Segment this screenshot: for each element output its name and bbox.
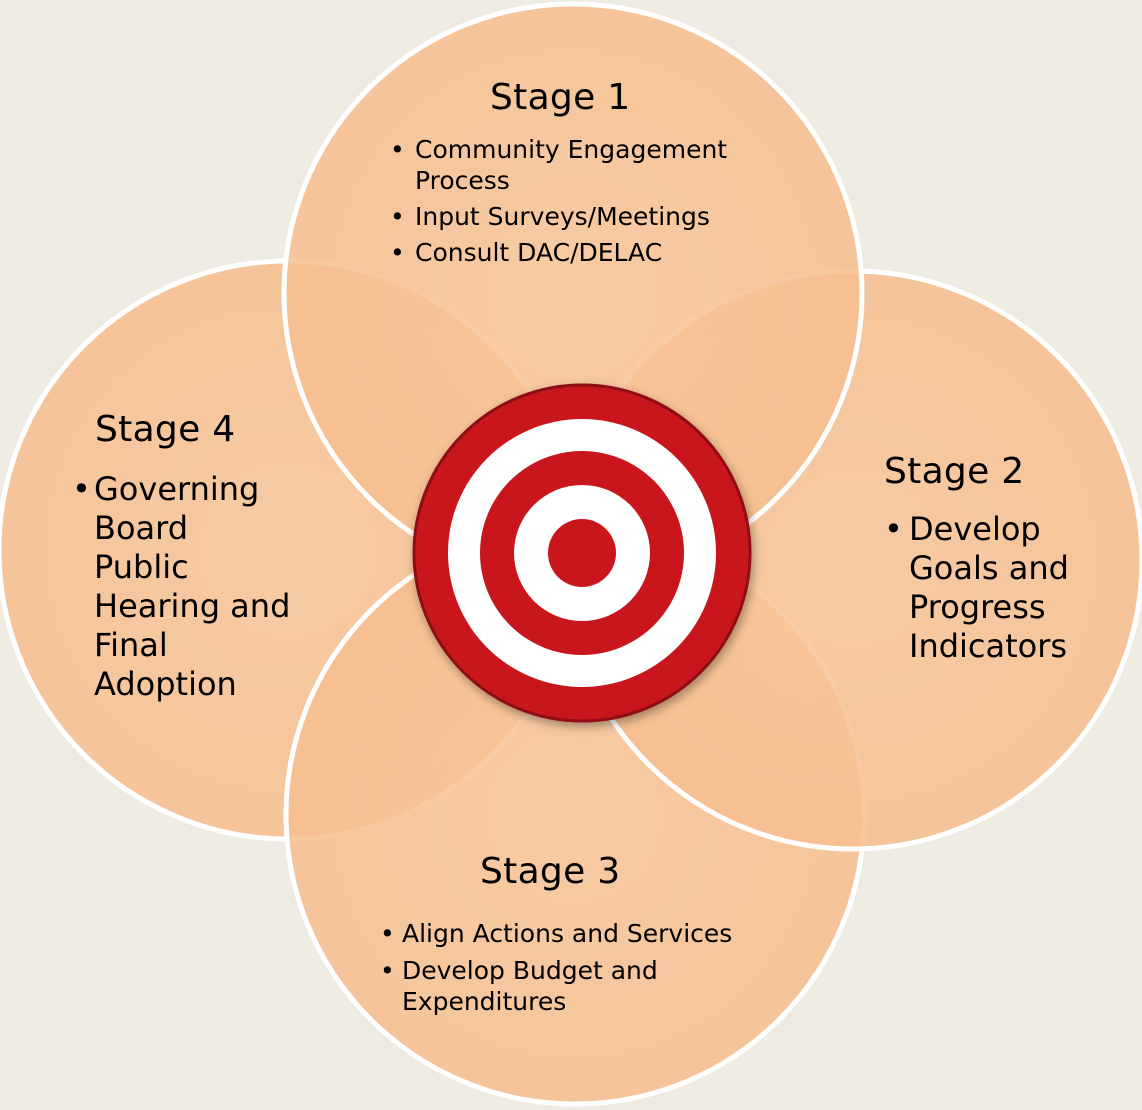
stage-2-title: Stage 2: [884, 451, 1025, 492]
list-item-text: Consult DAC/DELAC: [415, 238, 663, 267]
list-item: •Develop Goals and Progress Indicators: [884, 510, 1124, 666]
stage-4-block: Stage 4 • Governing Board Public Hearing…: [72, 408, 292, 704]
bullet-icon: •: [390, 135, 405, 164]
bullet-icon: •: [884, 510, 903, 548]
list-item: • Consult DAC/DELAC: [390, 237, 790, 268]
list-item: •Develop Budget and Expenditures: [380, 955, 820, 1017]
stage-3-list: •Align Actions and Services •Develop Bud…: [380, 918, 820, 1017]
target-icon: [412, 383, 752, 723]
stage-4-list: • Governing Board Public Hearing and Fin…: [72, 470, 292, 704]
stage-2-list: •Develop Goals and Progress Indicators: [884, 510, 1124, 666]
stage-1-list: • Community Engagement Process • Input Sur…: [390, 134, 790, 268]
stage-1-title: Stage 1: [490, 77, 631, 118]
stage-3-title: Stage 3: [480, 851, 621, 892]
list-item-text: Governing Board Public Hearing and Final…: [94, 470, 291, 703]
stage-3-block: Stage 3 •Align Actions and Services •Dev…: [380, 850, 820, 1023]
bullet-icon: •: [72, 470, 91, 508]
list-item-text: Input Surveys/Meetings: [415, 202, 710, 231]
bullet-icon: •: [380, 919, 395, 948]
list-item-text: Align Actions and Services: [402, 919, 733, 948]
bullet-icon: •: [390, 202, 405, 231]
list-item-text: Develop Budget and Expenditures: [402, 956, 658, 1016]
list-item: • Input Surveys/Meetings: [390, 201, 790, 232]
list-item-text: Develop Goals and Progress Indicators: [909, 510, 1069, 665]
list-item-text: Community Engagement Process: [415, 135, 728, 195]
list-item: •Align Actions and Services: [380, 918, 820, 949]
list-item: • Community Engagement Process: [390, 134, 790, 196]
stage-4-title: Stage 4: [95, 409, 236, 450]
bullet-icon: •: [390, 238, 405, 267]
list-item: • Governing Board Public Hearing and Fin…: [72, 470, 292, 704]
bullet-icon: •: [380, 956, 395, 985]
stage-2-block: Stage 2 •Develop Goals and Progress Indi…: [884, 450, 1124, 666]
stage-1-block: Stage 1 • Community Engagement Process • I…: [390, 76, 790, 273]
